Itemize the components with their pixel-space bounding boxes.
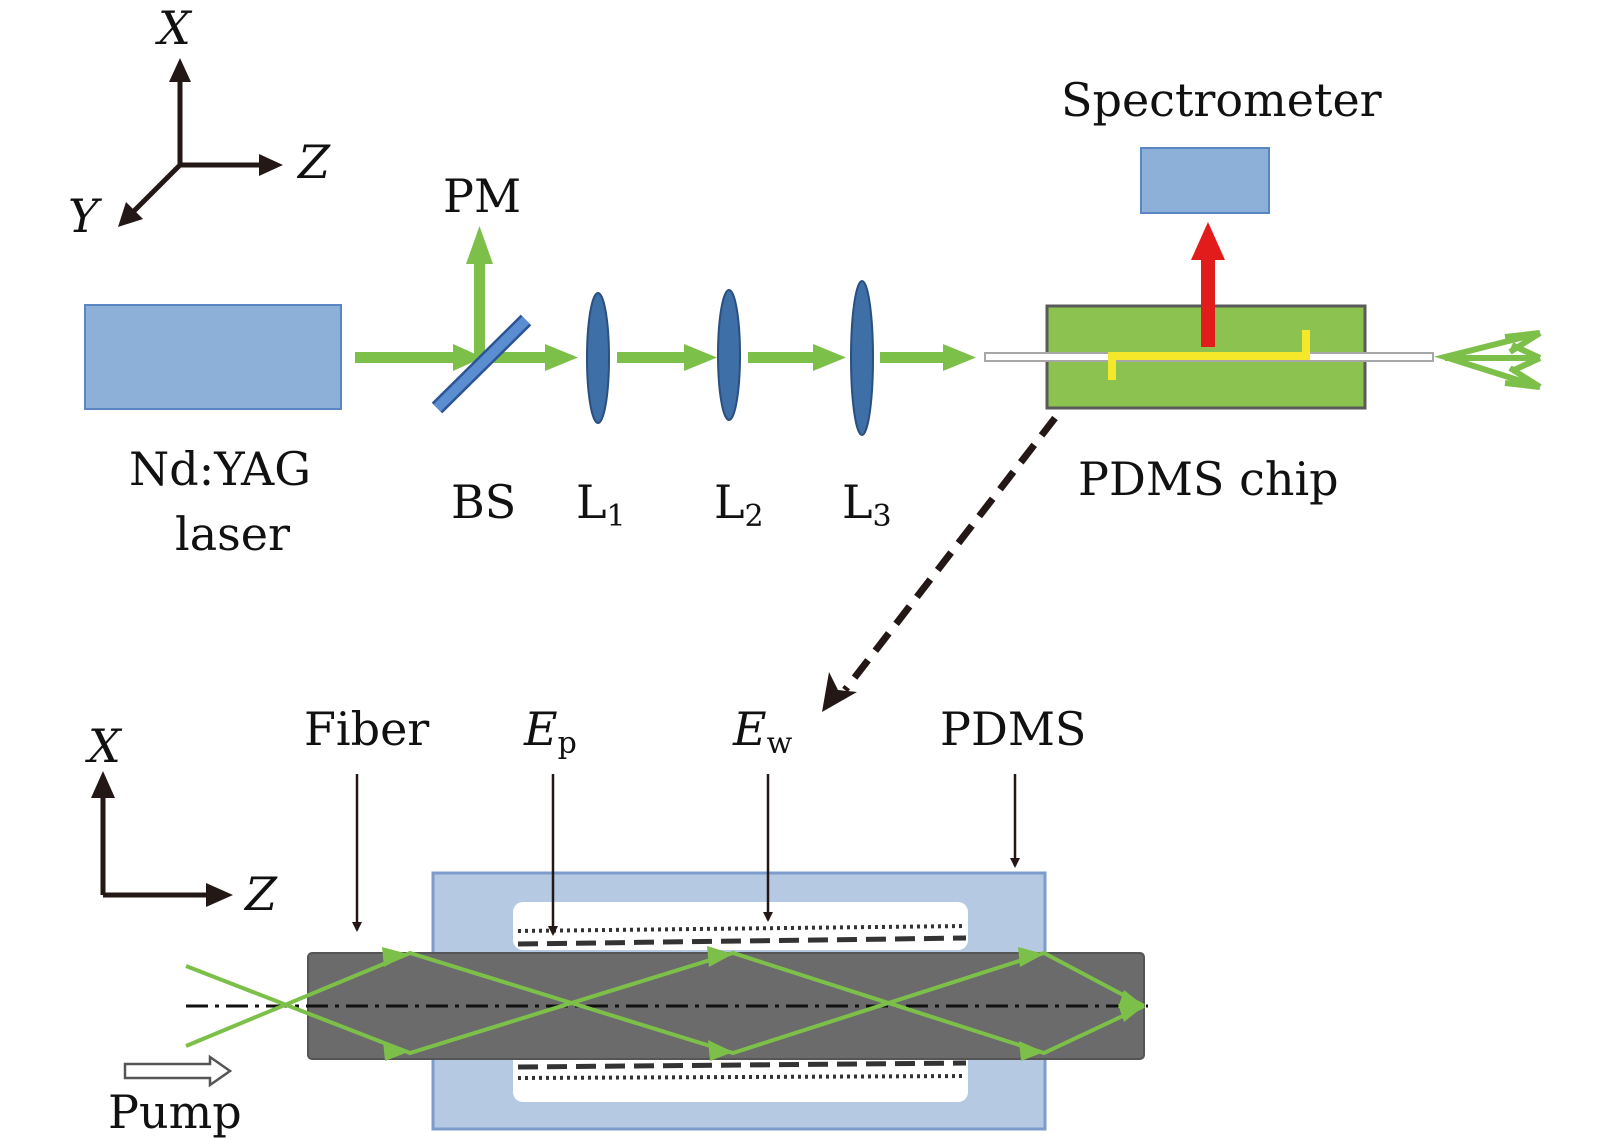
laser-label-line2: laser [175, 507, 290, 561]
lens-l3-label: L3 [842, 475, 892, 534]
ew-line-upper [517, 924, 967, 933]
top-axis-y-label: Y [68, 189, 103, 243]
ew-label: Ew [732, 702, 793, 761]
spectrometer-box [1140, 147, 1270, 214]
laser-box [84, 304, 342, 410]
top-axis-z-label: Z [296, 135, 331, 189]
bs-label: BS [451, 475, 516, 529]
beam-splitter [431, 314, 532, 414]
pump-arrow [123, 1054, 233, 1088]
zoom-dashed-arrow [822, 415, 1058, 712]
pump-label: Pump [108, 1085, 242, 1139]
pdms-chip-label: PDMS chip [1078, 452, 1339, 506]
pm-label: PM [443, 169, 521, 223]
output-emission-arrows [1434, 330, 1542, 390]
pdms-chip [984, 222, 1434, 410]
lens-l2-label: L2 [714, 475, 764, 534]
pump-beam [355, 226, 976, 371]
guided-rays [185, 950, 1145, 1056]
guided-ray-arrowheads [382, 946, 1144, 1061]
laser-label-line1: Nd:YAG [129, 442, 311, 496]
lens-l2 [717, 289, 741, 421]
lens-l3 [850, 280, 874, 436]
spectrometer-label: Spectrometer [1061, 73, 1382, 127]
bottom-axis-z-label: Z [243, 867, 278, 921]
lens-l1 [586, 292, 610, 424]
ep-line-upper [517, 935, 967, 947]
pdms-label: PDMS [940, 702, 1086, 756]
ep-label: Ep [523, 702, 577, 761]
bottom-axes: X Z [85, 719, 278, 921]
lens-l1-label: L1 [576, 475, 626, 534]
top-axis-x-label: X [155, 1, 193, 55]
bottom-axis-x-label: X [85, 719, 123, 773]
ep-line-lower [517, 1060, 967, 1070]
ew-line-lower [517, 1074, 967, 1080]
pointer-arrows [352, 774, 1020, 936]
top-axes: X Z Y [68, 1, 331, 243]
fiber-label: Fiber [304, 702, 429, 756]
